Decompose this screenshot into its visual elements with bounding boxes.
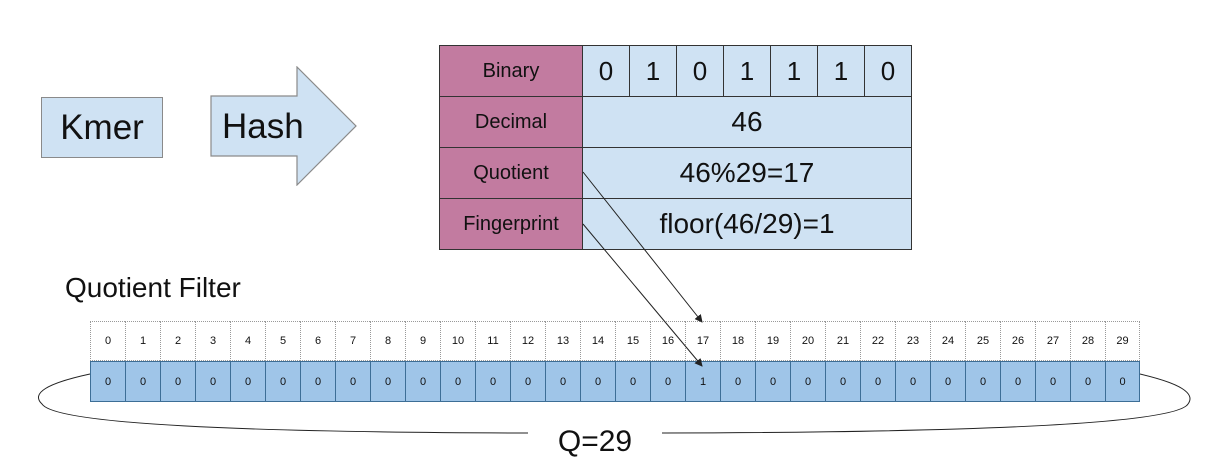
slot-cell: 0 — [160, 361, 195, 402]
slot-cell: 0 — [405, 361, 440, 402]
slot-cell: 0 — [335, 361, 370, 402]
slot-cell: 0 — [580, 361, 615, 402]
slot-cell: 1 — [685, 361, 720, 402]
slot-index: 10 — [440, 321, 475, 361]
fingerprint-row: Fingerprint floor(46/29)=1 — [439, 198, 912, 250]
slot-cell: 0 — [475, 361, 510, 402]
hash-info-table: Binary 0 1 0 1 1 1 0 Decimal 46 Quotient… — [439, 45, 912, 250]
slot-index: 25 — [965, 321, 1000, 361]
slot-index: 4 — [230, 321, 265, 361]
hash-arrow-shape — [210, 66, 357, 186]
slot-cell: 0 — [125, 361, 160, 402]
binary-bit: 1 — [629, 45, 677, 97]
slot-index: 22 — [860, 321, 895, 361]
slot-index: 13 — [545, 321, 580, 361]
binary-bit: 1 — [770, 45, 818, 97]
quotient-label: Quotient — [439, 147, 583, 199]
slot-index: 24 — [930, 321, 965, 361]
slot-index: 12 — [510, 321, 545, 361]
slot-cell: 0 — [615, 361, 650, 402]
fingerprint-value: floor(46/29)=1 — [582, 198, 912, 250]
slot-cell: 0 — [1105, 361, 1140, 402]
slot-index: 18 — [720, 321, 755, 361]
slot-cell: 0 — [545, 361, 580, 402]
slot-index: 7 — [335, 321, 370, 361]
binary-row: Binary 0 1 0 1 1 1 0 — [439, 45, 912, 97]
slot-cell: 0 — [825, 361, 860, 402]
slot-cell: 0 — [895, 361, 930, 402]
slot-cell: 0 — [195, 361, 230, 402]
slot-cell: 0 — [860, 361, 895, 402]
binary-bit: 1 — [817, 45, 865, 97]
slot-index: 28 — [1070, 321, 1105, 361]
slot-index: 27 — [1035, 321, 1070, 361]
hash-label: Hash — [222, 107, 304, 146]
slot-index: 14 — [580, 321, 615, 361]
slot-cell: 0 — [650, 361, 685, 402]
slot-cell: 0 — [1070, 361, 1105, 402]
slot-cell: 0 — [930, 361, 965, 402]
slot-cell: 0 — [755, 361, 790, 402]
quotient-value: 46%29=17 — [582, 147, 912, 199]
slot-cell: 0 — [90, 361, 125, 402]
slot-index: 23 — [895, 321, 930, 361]
slot-index: 8 — [370, 321, 405, 361]
slot-index: 0 — [90, 321, 125, 361]
slot-index: 3 — [195, 321, 230, 361]
fingerprint-label: Fingerprint — [439, 198, 583, 250]
slot-cell: 0 — [370, 361, 405, 402]
slot-cell: 0 — [265, 361, 300, 402]
slot-cell: 0 — [510, 361, 545, 402]
slot-cell: 0 — [965, 361, 1000, 402]
kmer-label: Kmer — [60, 107, 144, 147]
slot-index: 6 — [300, 321, 335, 361]
quotient-filter-title: Quotient Filter — [65, 272, 241, 303]
binary-bit: 0 — [676, 45, 724, 97]
slot-cell: 0 — [1035, 361, 1070, 402]
slot-index: 9 — [405, 321, 440, 361]
slot-index: 11 — [475, 321, 510, 361]
kmer-box: Kmer — [41, 97, 163, 158]
slot-index: 26 — [1000, 321, 1035, 361]
binary-label: Binary — [439, 45, 583, 97]
quotient-row: Quotient 46%29=17 — [439, 147, 912, 199]
slot-index: 2 — [160, 321, 195, 361]
slot-cell: 0 — [440, 361, 475, 402]
decimal-label: Decimal — [439, 96, 583, 148]
binary-bit: 0 — [582, 45, 630, 97]
slot-index: 16 — [650, 321, 685, 361]
slot-index: 19 — [755, 321, 790, 361]
slot-index: 20 — [790, 321, 825, 361]
slot-index: 5 — [265, 321, 300, 361]
slot-index: 1 — [125, 321, 160, 361]
slot-cell: 0 — [720, 361, 755, 402]
slot-cell: 0 — [790, 361, 825, 402]
slot-index: 21 — [825, 321, 860, 361]
slot-cell: 0 — [1000, 361, 1035, 402]
slot-index: 29 — [1105, 321, 1140, 361]
decimal-value: 46 — [582, 96, 912, 148]
decimal-row: Decimal 46 — [439, 96, 912, 148]
slot-index: 17 — [685, 321, 720, 361]
slot-index: 15 — [615, 321, 650, 361]
slot-cell: 0 — [300, 361, 335, 402]
binary-bit: 1 — [723, 45, 771, 97]
slot-cell: 0 — [230, 361, 265, 402]
q-label: Q=29 — [530, 420, 660, 464]
binary-bit: 0 — [864, 45, 912, 97]
